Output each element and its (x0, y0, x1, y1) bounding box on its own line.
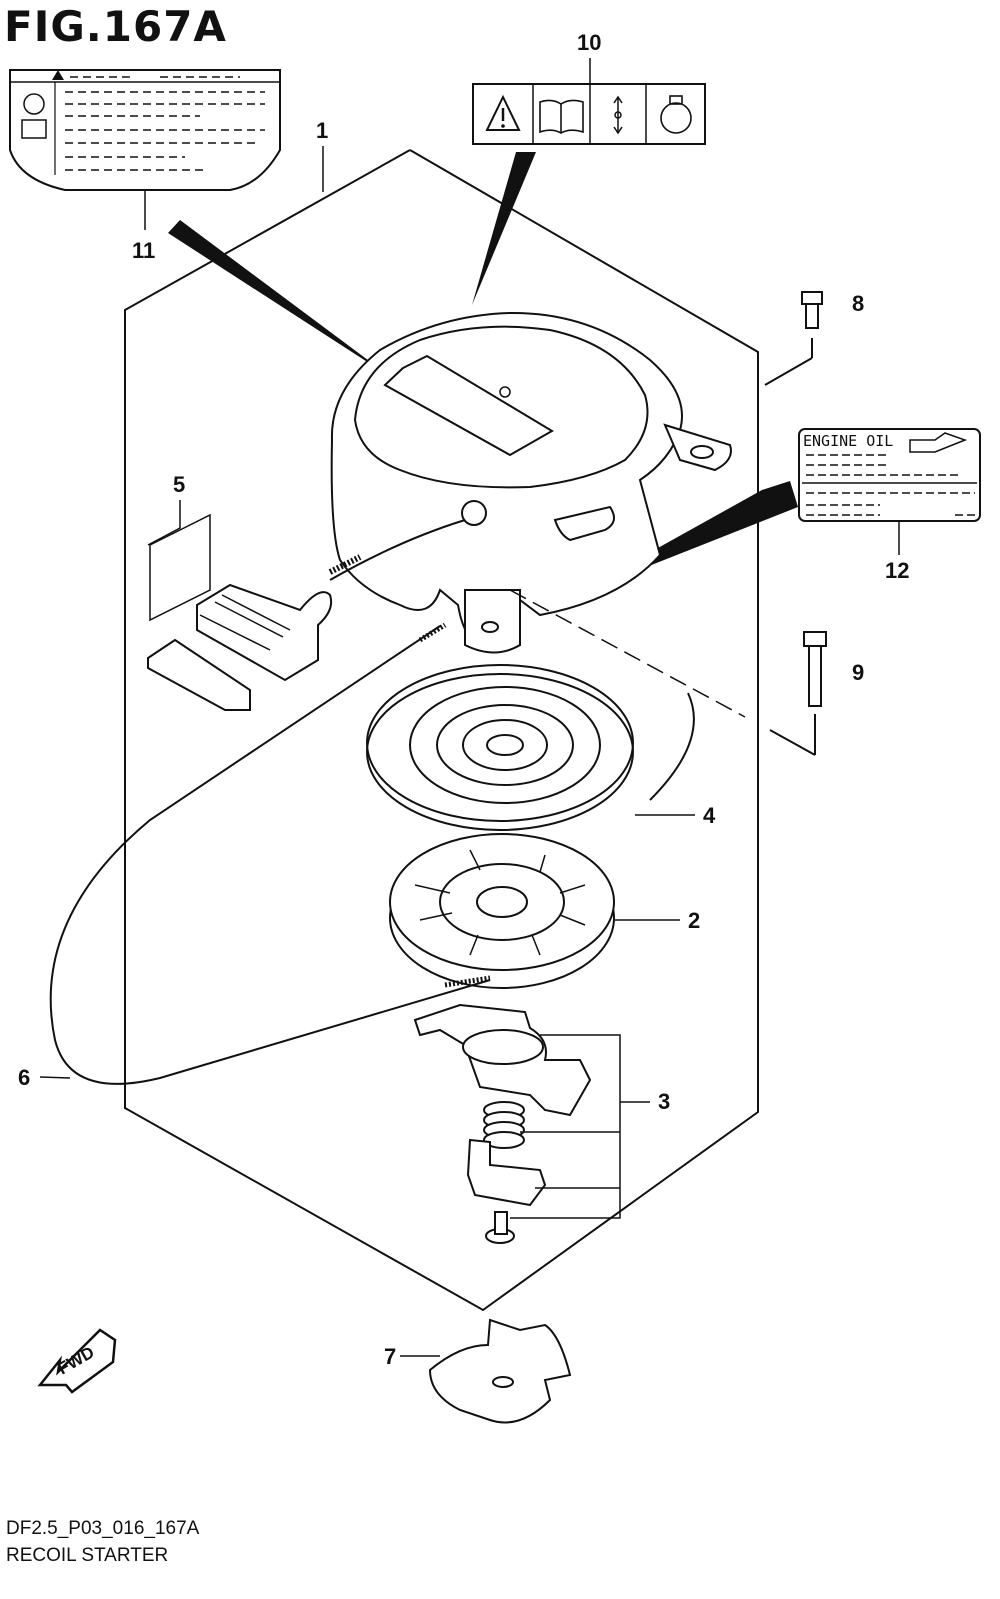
callout-4: 4 (703, 803, 716, 828)
bracket-3 (510, 1034, 650, 1219)
callout-3: 3 (658, 1089, 670, 1114)
oil-can-icon (909, 432, 968, 453)
engine-oil-text: ENGINE OIL (803, 432, 893, 450)
callout-5: 5 (173, 472, 185, 497)
manual-icon (21, 119, 47, 139)
warning-label-11 (9, 69, 281, 230)
rotate-icon (660, 95, 692, 134)
fwd-arrow-icon: FWD (37, 1328, 117, 1394)
callout-6: 6 (18, 1065, 30, 1090)
callout-2: 2 (688, 908, 700, 933)
callout-11: 11 (132, 238, 155, 263)
rope-6 (49, 622, 491, 1085)
icon-label-10 (472, 58, 706, 145)
figure-title: FIG.167A (4, 2, 227, 51)
reel-2 (389, 833, 615, 989)
warning-icon (52, 70, 64, 80)
callout-1: 1 (316, 118, 328, 143)
ratchet-set-3 (413, 1003, 592, 1244)
bolt-9 (509, 589, 827, 756)
callout-12: 12 (885, 558, 909, 583)
claw-7 (400, 1318, 572, 1424)
leader-lines (39, 146, 695, 1079)
bolt-8 (764, 291, 823, 386)
warning-icon (485, 94, 521, 131)
handle-5 (147, 513, 333, 711)
callout-8: 8 (852, 291, 864, 316)
arrows-icon (613, 95, 623, 135)
callouts: 1 2 3 4 5 6 7 8 9 10 11 12 (18, 30, 909, 1369)
assembly-outline (124, 149, 759, 1312)
starter-housing (330, 311, 732, 654)
rope-upper (328, 519, 466, 581)
spring-4 (366, 664, 695, 831)
callout-7: 7 (384, 1344, 396, 1369)
callout-9: 9 (852, 660, 864, 685)
engine-oil-label-12: ENGINE OIL (798, 428, 981, 555)
figure-code: DF2.5_P03_016_167A (6, 1518, 200, 1539)
figure-name: RECOIL STARTER (6, 1545, 169, 1566)
manual-icon (539, 99, 584, 134)
rotate-icon (23, 93, 45, 115)
callout-10: 10 (577, 30, 601, 55)
